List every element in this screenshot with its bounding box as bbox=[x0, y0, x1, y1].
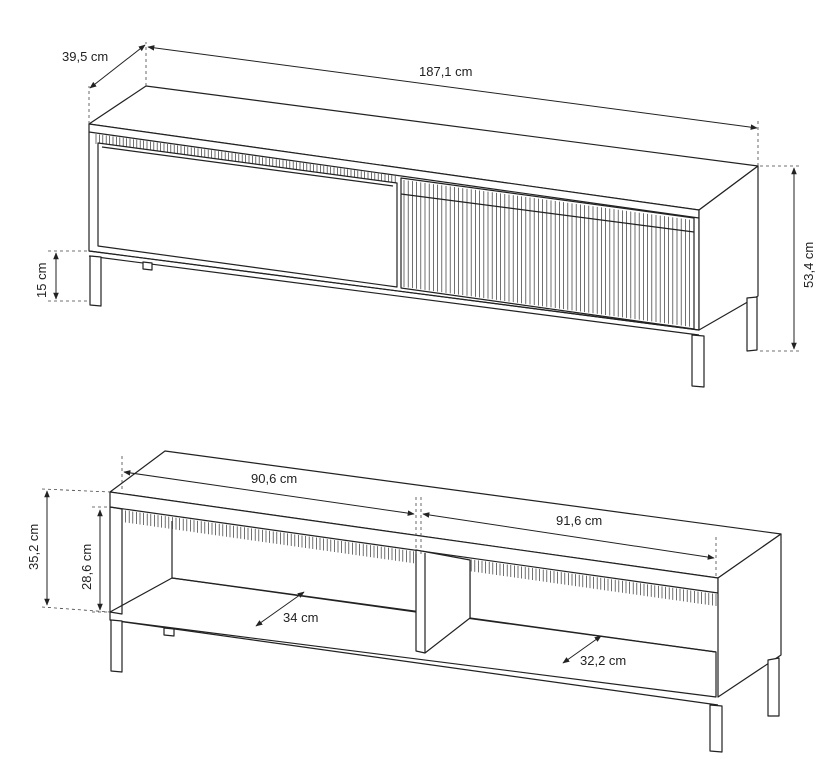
middle-divider bbox=[415, 549, 471, 654]
frame-bottom-shelf bbox=[109, 577, 717, 698]
right-depth-dimension-line bbox=[562, 635, 602, 664]
left-width-label: 90,6 cm bbox=[251, 471, 297, 486]
frame-right-side bbox=[717, 533, 782, 698]
right-width-label: 91,6 cm bbox=[556, 513, 602, 528]
leg-height-label: 15 cm bbox=[34, 263, 49, 298]
depth-dimension-line bbox=[89, 44, 146, 89]
right-width-dimension-line bbox=[422, 512, 715, 560]
fluted-door-ribs bbox=[403, 180, 690, 327]
leg-front-right-2 bbox=[709, 704, 723, 753]
outer-height-label: 35,2 cm bbox=[26, 524, 41, 570]
width-label: 187,1 cm bbox=[419, 64, 472, 79]
leg-front-right bbox=[691, 334, 705, 388]
cabinet-right-side bbox=[698, 165, 759, 331]
leg-back-left-2 bbox=[163, 627, 175, 637]
depth-label: 39,5 cm bbox=[62, 49, 108, 64]
leg-back-left bbox=[142, 261, 153, 271]
left-depth-dimension-line bbox=[255, 591, 305, 627]
leg-front-left bbox=[89, 255, 102, 307]
width-dimension-line bbox=[147, 45, 758, 130]
left-depth-label: 34 cm bbox=[283, 610, 318, 625]
closed-cabinet-view: 39,5 cm 187,1 cm 53,4 cm 15 cm bbox=[34, 42, 816, 388]
left-door-panel bbox=[97, 142, 398, 288]
open-frame-view: 90,6 cm 91,6 cm 35,2 cm 28,6 cm 34 cm 32… bbox=[26, 450, 782, 753]
left-width-dimension-line bbox=[123, 470, 415, 516]
right-depth-label: 32,2 cm bbox=[580, 653, 626, 668]
inner-height-label: 28,6 cm bbox=[79, 544, 94, 590]
leg-front-left-2 bbox=[110, 619, 123, 673]
frame-left-side bbox=[109, 506, 123, 615]
height-label: 53,4 cm bbox=[801, 242, 816, 288]
leg-back-right-2 bbox=[767, 657, 780, 717]
leg-back-right bbox=[746, 296, 758, 352]
